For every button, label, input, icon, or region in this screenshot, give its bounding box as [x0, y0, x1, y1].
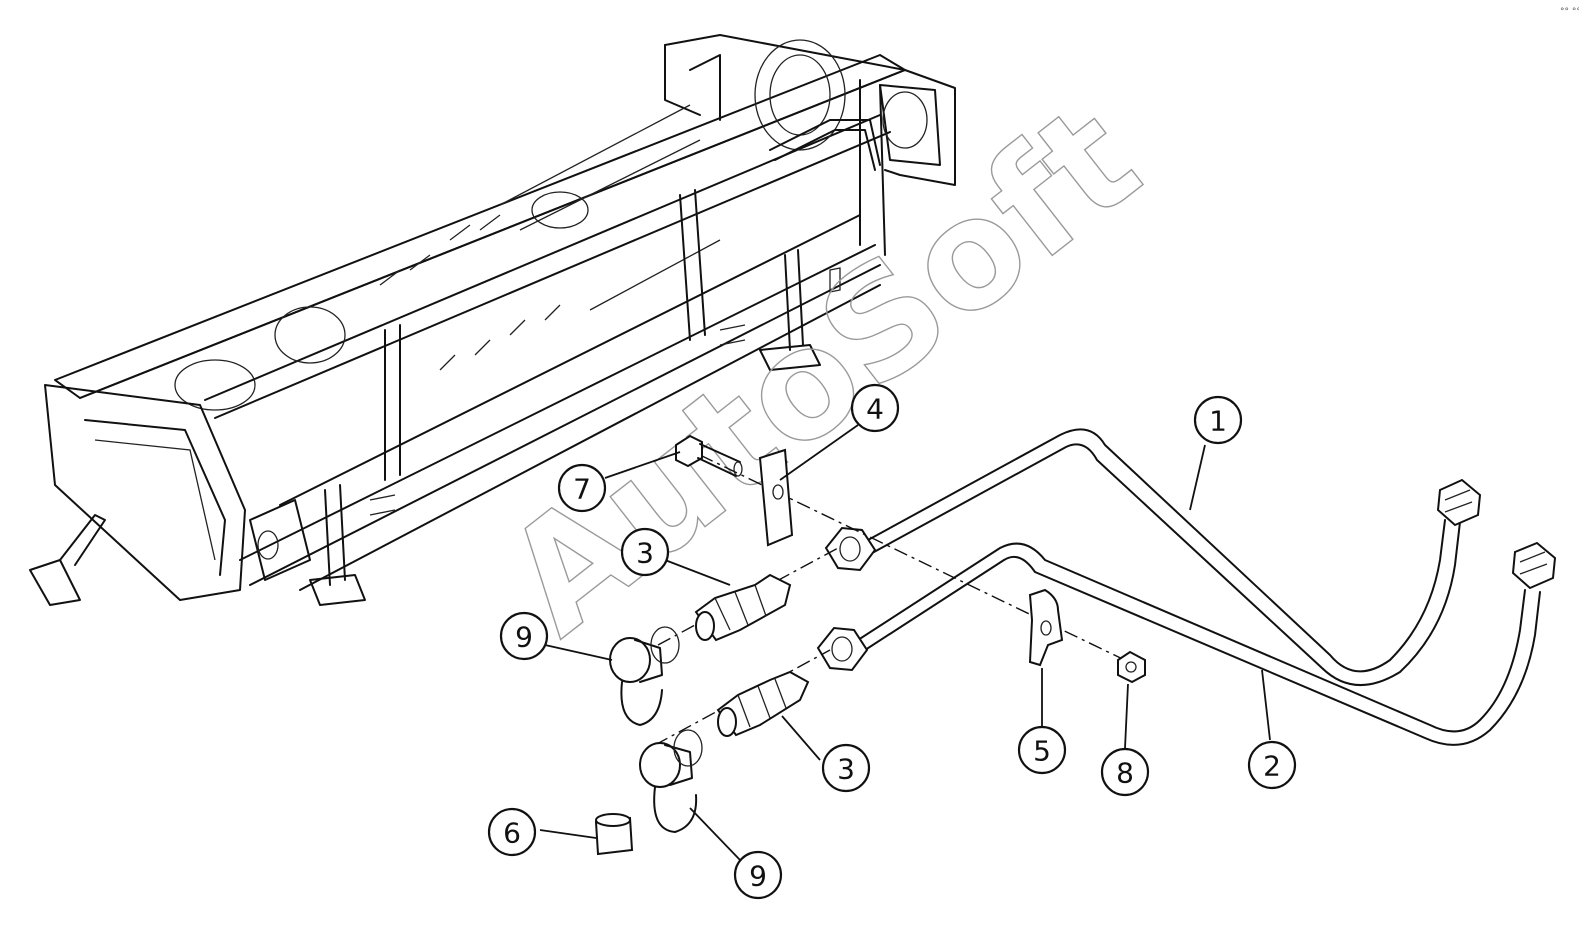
header-assembly — [29, 34, 956, 606]
hose-2-fitting — [816, 626, 869, 672]
callout-circle — [821, 743, 871, 793]
callout-c3b: 3 — [821, 743, 871, 793]
callout-c6: 6 — [487, 807, 537, 857]
callout-number: 9 — [515, 621, 533, 654]
callout-c9b: 9 — [733, 850, 783, 900]
callout-circle — [1193, 395, 1243, 445]
callout-number: 3 — [636, 537, 654, 570]
callout-number: 5 — [1033, 735, 1051, 768]
callout-c8: 8 — [1100, 747, 1150, 797]
callout-circle — [487, 807, 537, 857]
callout-circle — [1247, 740, 1297, 790]
hex-nut — [1117, 650, 1146, 684]
callout-circle — [499, 611, 549, 661]
callout-c1: 1 — [1193, 395, 1243, 445]
sleeve — [594, 813, 634, 856]
quick-coupler-upper — [694, 573, 792, 642]
corner-mark: °° °° — [1560, 7, 1579, 17]
callout-circle — [1100, 747, 1150, 797]
hydraulic-line-2 — [857, 541, 1557, 746]
callout-c2: 2 — [1247, 740, 1297, 790]
hose-clamp — [1028, 588, 1064, 667]
callout-c7: 7 — [557, 463, 607, 513]
coupler-axis-line-lower — [654, 649, 831, 746]
callout-number: 8 — [1116, 757, 1134, 790]
callout-number: 2 — [1263, 750, 1281, 783]
bolt — [675, 434, 743, 477]
quick-coupler-lower — [716, 670, 810, 737]
callout-circle — [557, 463, 607, 513]
callout-c4: 4 — [850, 383, 900, 433]
callout-circle — [620, 527, 670, 577]
dust-cap-upper — [609, 626, 680, 726]
callout-circle — [850, 383, 900, 433]
callout-number: 7 — [573, 473, 591, 506]
callout-leaders — [539, 424, 1271, 861]
callout-number: 4 — [866, 393, 884, 426]
callout-c3a: 3 — [620, 527, 670, 577]
hydraulic-line-1 — [867, 428, 1482, 686]
part-callouts: 1 2 3 3 4 5 6 7 8 9 9 — [487, 383, 1297, 900]
callout-circle — [1017, 725, 1067, 775]
callout-circle — [733, 850, 783, 900]
callout-number: 3 — [837, 753, 855, 786]
dust-cap-lower — [639, 729, 703, 833]
mounting-plate — [758, 448, 794, 547]
callout-number: 9 — [749, 860, 767, 893]
callout-c5: 5 — [1017, 725, 1067, 775]
hose-1-fitting — [824, 526, 877, 572]
callout-c9a: 9 — [499, 611, 549, 661]
callout-number: 1 — [1209, 405, 1227, 438]
callout-number: 6 — [503, 817, 521, 850]
